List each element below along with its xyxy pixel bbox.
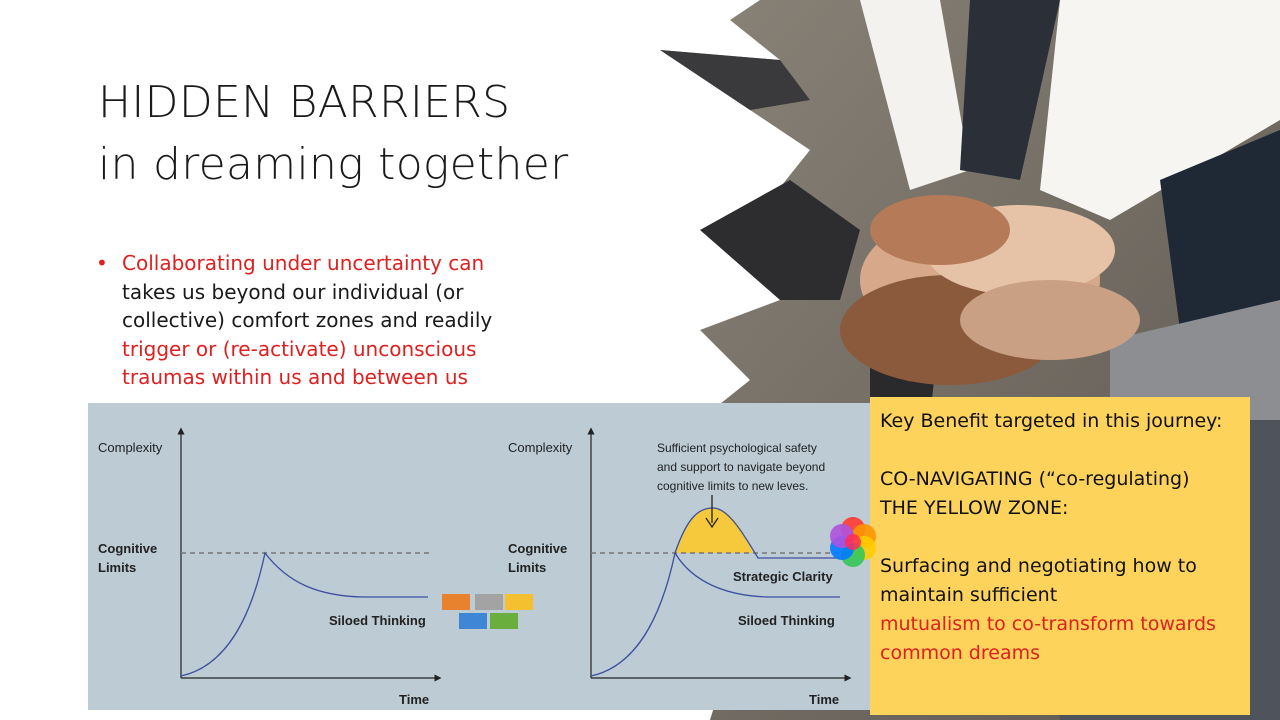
right-time-label: Time	[809, 692, 839, 707]
left-y-label: Complexity	[98, 440, 163, 455]
slide-title: HIDDEN BARRIERS in dreaming together	[98, 72, 658, 196]
bullet-red-ending: trigger or (re-activate) unconscious tra…	[122, 336, 477, 390]
right-strategic-curve	[674, 507, 840, 559]
left-siloed-label: Siloed Thinking	[329, 613, 426, 628]
benefit-line-5: maintain sufficient	[880, 584, 1058, 606]
strategic-clarity-label: Strategic Clarity	[733, 569, 833, 584]
process-box	[459, 613, 487, 629]
note-line-1: Sufficient psychological safety	[657, 441, 817, 455]
benefit-line-6: mutualism to co-transform towards	[880, 613, 1216, 635]
note-line-2: and support to navigate beyond	[657, 460, 825, 474]
note-arrowhead-icon	[705, 517, 719, 529]
benefit-line-3: THE YELLOW ZONE:	[880, 497, 1069, 519]
title-line-2: in dreaming together	[98, 139, 569, 190]
bullet-black-text: takes us beyond our individual (or colle…	[122, 279, 493, 333]
right-chart: Complexity Cognitive Limits Sufficient p…	[508, 427, 852, 707]
left-time-label: Time	[399, 692, 429, 707]
process-box	[490, 613, 518, 629]
benefit-line-4: Surfacing and negotiating how to	[880, 555, 1197, 577]
bullet-point: • Collaborating under uncertainty can ta…	[96, 249, 546, 392]
right-limit-label-1: Cognitive	[508, 541, 567, 556]
benefit-line-7: common dreams	[880, 642, 1040, 664]
note-line-3: cognitive limits to new leves.	[657, 479, 808, 493]
right-limit-label-2: Limits	[508, 560, 546, 575]
right-siloed-label: Siloed Thinking	[738, 613, 835, 628]
title-line-1: HIDDEN BARRIERS	[98, 77, 511, 128]
yellow-zone	[676, 508, 753, 553]
process-box	[475, 594, 503, 610]
left-chart: Complexity Cognitive Limits Siloed Think…	[98, 427, 442, 707]
benefit-heading: Key Benefit targeted in this journey:	[880, 410, 1223, 432]
middle-process-boxes	[442, 594, 533, 629]
bullet-dot-icon: •	[96, 251, 108, 275]
diagram-panel: Complexity Cognitive Limits Siloed Think…	[88, 403, 870, 710]
process-box	[442, 594, 470, 610]
color-wheel-icon	[826, 515, 880, 569]
key-benefit-box: Key Benefit targeted in this journey: CO…	[870, 397, 1250, 715]
benefit-line-2: CO-NAVIGATING (“co-regulating)	[880, 468, 1190, 490]
left-limit-label-2: Limits	[98, 560, 136, 575]
right-siloed-curve	[590, 551, 840, 677]
bullet-text: Collaborating under uncertainty can take…	[122, 249, 546, 392]
bullet-red-intro: Collaborating under uncertainty can	[122, 251, 485, 275]
left-limit-label-1: Cognitive	[98, 541, 157, 556]
right-y-label: Complexity	[508, 440, 573, 455]
left-siloed-curve	[180, 551, 428, 677]
process-box	[505, 594, 533, 610]
